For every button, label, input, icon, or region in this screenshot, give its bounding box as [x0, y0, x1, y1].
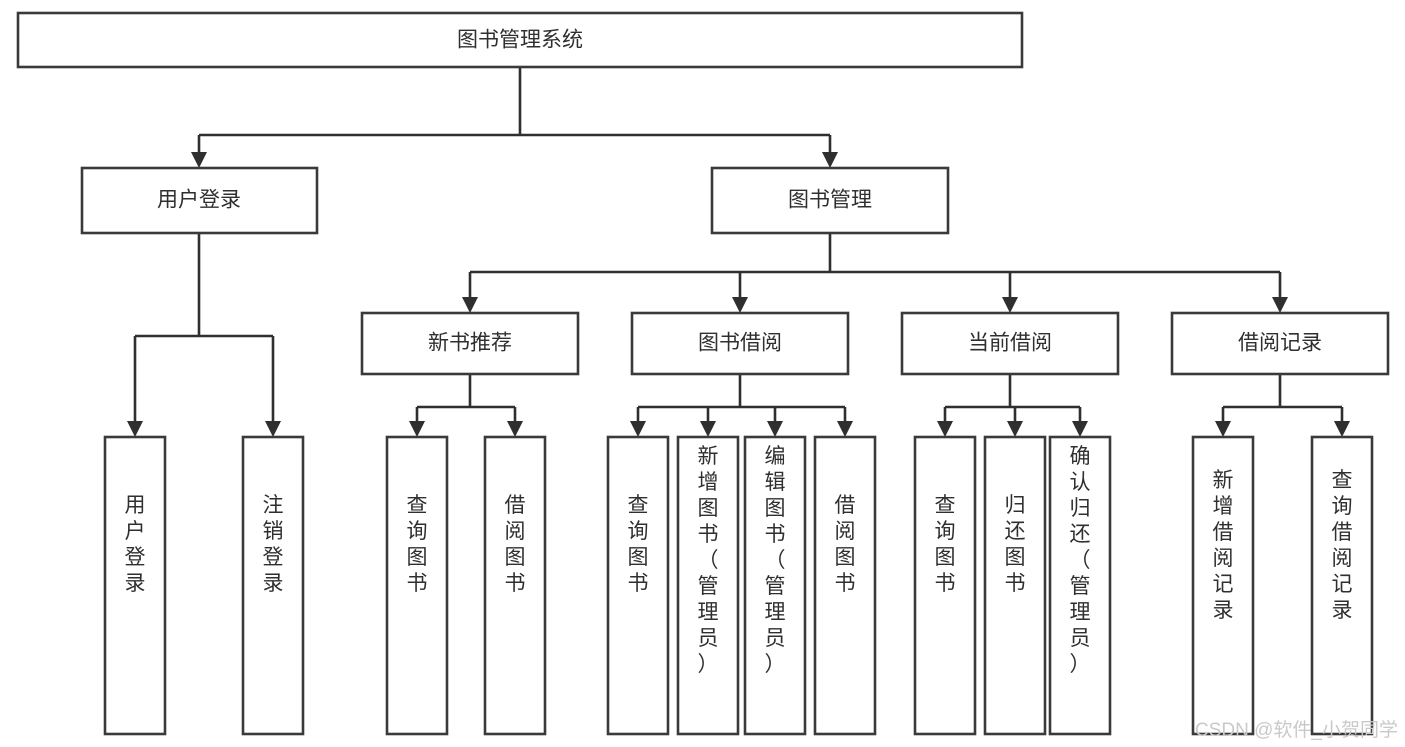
node-leaf-logout-login[interactable]: 注销登录 [241, 435, 305, 736]
node-user-login-box[interactable] [80, 166, 319, 235]
node-book-management-label: 图书管理 [788, 189, 872, 212]
arrow-head-borrow-record [1272, 297, 1288, 313]
node-root[interactable]: 图书管理系统 [16, 11, 1024, 69]
node-leaf-add-book-box[interactable] [676, 435, 740, 736]
node-leaf-add-book-label: 新增图书（管理员） [698, 445, 719, 676]
node-leaf-borrow-book-1-label: 借阅图书 [505, 494, 526, 595]
node-borrow-record-box[interactable] [1170, 311, 1390, 376]
node-book-borrow-label: 图书借阅 [698, 332, 782, 355]
node-user-login[interactable]: 用户登录 [80, 166, 319, 235]
edge-group [127, 67, 1350, 437]
arrow-head-leaf-confirm-return [1072, 421, 1088, 437]
arrow-head-leaf-user-login [127, 421, 143, 437]
node-leaf-user-login-box[interactable] [103, 435, 167, 736]
node-borrow-record-label: 借阅记录 [1238, 332, 1322, 355]
node-root-box[interactable] [16, 11, 1024, 69]
node-new-book-recommend-box[interactable] [360, 311, 580, 376]
node-leaf-query-book-3-label: 查询图书 [935, 494, 956, 595]
node-leaf-add-record[interactable]: 新增借阅记录 [1191, 435, 1255, 736]
node-current-borrow[interactable]: 当前借阅 [900, 311, 1120, 376]
arrow-head-leaf-query-record [1334, 421, 1350, 437]
node-root-label: 图书管理系统 [457, 29, 583, 52]
arrow-head-leaf-borrow-book-2 [837, 421, 853, 437]
node-leaf-return-book[interactable]: 归还图书 [983, 435, 1047, 736]
arrow-head-new-book-recommend [462, 297, 478, 313]
arrow-head-current-borrow [1002, 297, 1018, 313]
arrow-head-leaf-query-book-1 [409, 421, 425, 437]
arrow-head-leaf-query-book-3 [937, 421, 953, 437]
node-leaf-query-book-2[interactable]: 查询图书 [606, 435, 670, 736]
node-leaf-confirm-return-label: 确认归还（管理员） [1070, 445, 1091, 676]
arrow-head-leaf-logout-login [265, 421, 281, 437]
node-leaf-logout-login-box[interactable] [241, 435, 305, 736]
node-leaf-query-book-3[interactable]: 查询图书 [913, 435, 977, 736]
node-leaf-borrow-book-2[interactable]: 借阅图书 [813, 435, 877, 736]
arrow-head-leaf-return-book [1007, 421, 1023, 437]
node-new-book-recommend[interactable]: 新书推荐 [360, 311, 580, 376]
node-user-login-label: 用户登录 [157, 189, 241, 212]
node-leaf-query-book-2-label: 查询图书 [628, 494, 649, 595]
csdn-watermark: CSDN @软件_小贺同学 [1195, 719, 1398, 741]
node-leaf-query-record[interactable]: 查询借阅记录 [1310, 435, 1374, 736]
node-leaf-borrow-book-1[interactable]: 借阅图书 [483, 435, 547, 736]
node-leaf-query-book-3-box[interactable] [913, 435, 977, 736]
node-current-borrow-box[interactable] [900, 311, 1120, 376]
node-book-borrow-box[interactable] [630, 311, 850, 376]
node-leaf-edit-book-label: 编辑图书（管理员） [765, 445, 786, 676]
node-leaf-query-record-box[interactable] [1310, 435, 1374, 736]
node-leaf-query-book-1[interactable]: 查询图书 [385, 435, 449, 736]
node-leaf-logout-login-label: 注销登录 [263, 494, 284, 595]
arrow-head-user-login [191, 152, 207, 168]
node-leaf-query-book-2-box[interactable] [606, 435, 670, 736]
node-current-borrow-label: 当前借阅 [968, 332, 1052, 355]
node-leaf-query-book-1-box[interactable] [385, 435, 449, 736]
node-leaf-borrow-book-1-box[interactable] [483, 435, 547, 736]
node-leaf-return-book-label: 归还图书 [1005, 494, 1026, 595]
node-borrow-record[interactable]: 借阅记录 [1170, 311, 1390, 376]
arrow-head-leaf-add-book [700, 421, 716, 437]
arrow-head-book-borrow [732, 297, 748, 313]
node-book-borrow[interactable]: 图书借阅 [630, 311, 850, 376]
node-leaf-edit-book-box[interactable] [743, 435, 807, 736]
node-leaf-confirm-return-box[interactable] [1048, 435, 1112, 736]
node-leaf-edit-book[interactable]: 编辑图书（管理员） [743, 435, 807, 736]
node-leaf-user-login[interactable]: 用户登录 [103, 435, 167, 736]
node-leaf-confirm-return[interactable]: 确认归还（管理员） [1048, 435, 1112, 736]
node-new-book-recommend-label: 新书推荐 [428, 332, 512, 355]
node-leaf-query-book-1-label: 查询图书 [407, 494, 428, 595]
node-leaf-add-record-box[interactable] [1191, 435, 1255, 736]
node-leaf-return-book-box[interactable] [983, 435, 1047, 736]
arrow-head-book-management [822, 152, 838, 168]
node-leaf-add-record-label: 新增借阅记录 [1213, 469, 1234, 622]
node-leaf-user-login-label: 用户登录 [125, 494, 146, 595]
node-book-management[interactable]: 图书管理 [710, 166, 950, 235]
arrow-head-leaf-add-record [1215, 421, 1231, 437]
node-leaf-borrow-book-2-box[interactable] [813, 435, 877, 736]
node-leaf-add-book[interactable]: 新增图书（管理员） [676, 435, 740, 736]
arrow-head-leaf-edit-book [767, 421, 783, 437]
arrow-head-leaf-query-book-2 [630, 421, 646, 437]
node-leaf-query-record-label: 查询借阅记录 [1332, 469, 1353, 622]
node-book-management-box[interactable] [710, 166, 950, 235]
arrow-head-leaf-borrow-book-1 [507, 421, 523, 437]
node-leaf-borrow-book-2-label: 借阅图书 [835, 494, 856, 595]
